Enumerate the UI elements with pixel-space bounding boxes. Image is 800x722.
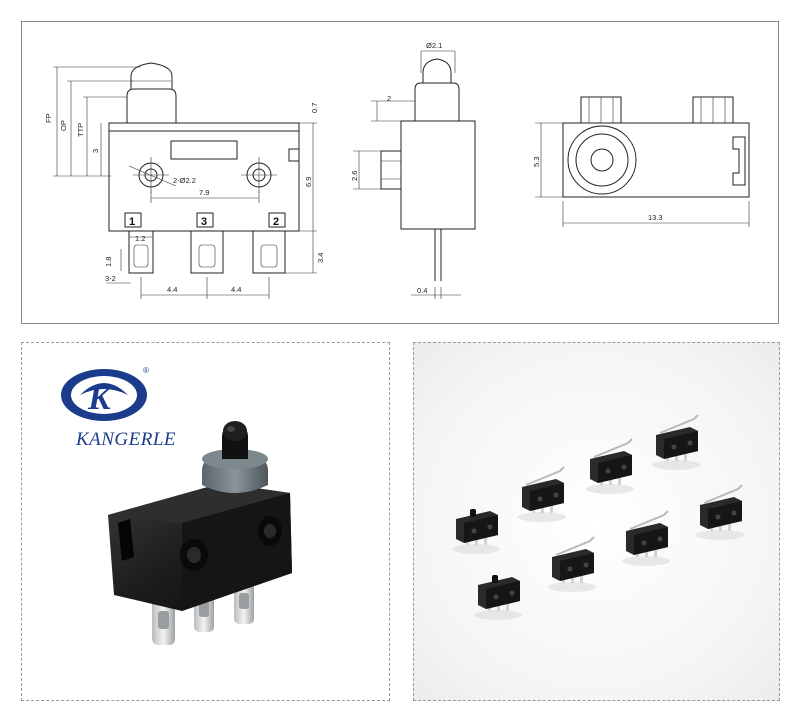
gallery-switch [696,484,744,540]
gallery-switch [622,510,670,566]
dim-terminal-offset: 3-2 [105,274,116,283]
dim-plunger-height: 2 [387,94,391,103]
pin-label-2: 2 [273,216,279,228]
dim-pitch-right: 4.4 [231,285,241,294]
dim-top-length: 13.3 [648,213,663,222]
microswitch-photo [108,421,292,645]
dim-height: 6.9 [304,177,313,187]
brand-name: KANGERLE [75,429,177,450]
product-gallery-panel [413,342,780,701]
gallery-switch [652,414,700,470]
dim-fp: FP [44,113,53,123]
product-photo-svg: K ® [61,366,292,645]
dim-top-height: 5.3 [532,157,541,167]
pin-label-3: 3 [201,216,207,228]
technical-drawing-panel: FP OP TTP 3 0.7 2-Ø2.2 7.9 6.9 1 3 2 1.2… [21,21,779,324]
gallery-switch [518,466,566,522]
dim-0-7: 0.7 [310,103,319,113]
dim-3: 3 [91,149,100,153]
dim-plunger-dia: Ø2.1 [426,41,442,50]
dim-terminal-height: 1.8 [104,257,113,267]
dim-terminal-depth: 3.4 [316,253,325,263]
front-view: FP OP TTP 3 0.7 2-Ø2.2 7.9 6.9 1 3 2 1.2… [44,62,325,299]
gallery-switch [586,438,634,494]
dim-hole-label: 2-Ø2.2 [173,176,196,185]
top-view: 5.3 13.3 [532,96,750,227]
side-view: Ø2.1 2 2.6 0.4 [350,41,476,299]
kangerle-logo: K ® [61,366,149,421]
pin-label-1: 1 [129,216,135,228]
gallery-switch [474,575,522,620]
dim-op: OP [59,120,68,131]
dim-boss-height: 2.6 [350,171,359,181]
drawing-svg: FP OP TTP 3 0.7 2-Ø2.2 7.9 6.9 1 3 2 1.2… [44,41,750,299]
dim-hole-spacing: 7.9 [199,188,209,197]
dim-pitch-left: 4.4 [167,285,177,294]
gallery-switch [452,509,500,554]
product-photo-panel: K ® [21,342,390,701]
registered-mark: ® [143,366,149,375]
dim-ttp: TTP [76,123,85,137]
logo-mark: K [87,380,113,417]
dim-terminal-width: 1.2 [135,234,145,243]
dim-lead-thickness: 0.4 [417,286,427,295]
gallery-svg [452,414,744,620]
gallery-switch [548,536,596,592]
